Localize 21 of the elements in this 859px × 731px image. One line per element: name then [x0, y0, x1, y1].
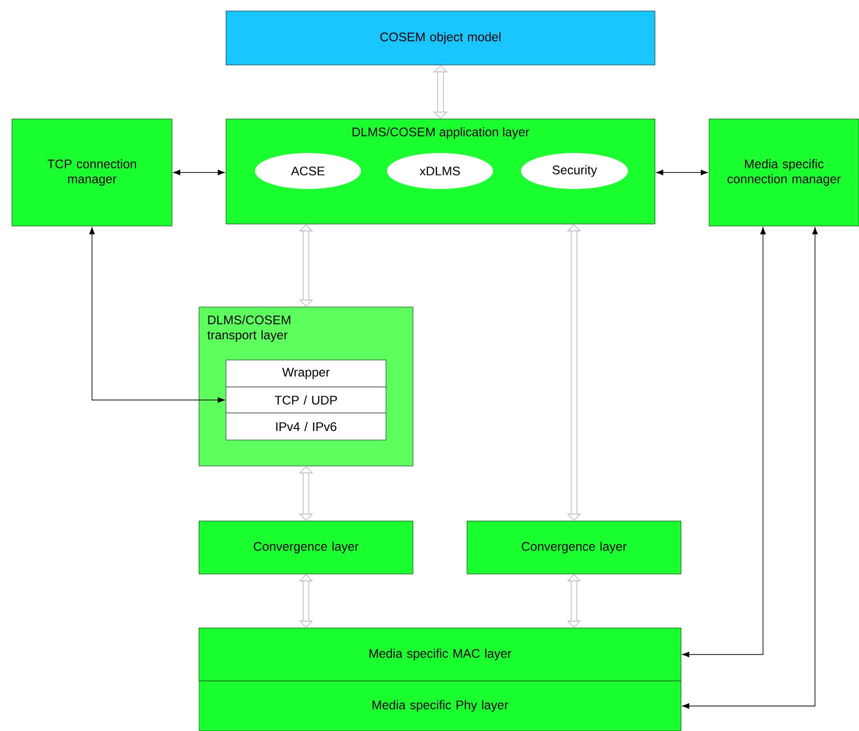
layer-box: Media specific Phy layer — [198, 680, 682, 731]
hollow-double-arrow — [298, 574, 314, 628]
layer-box: TCP / UDP — [226, 386, 386, 414]
hollow-double-arrow — [433, 65, 448, 119]
hollow-double-arrow — [566, 224, 582, 521]
arrow — [89, 227, 225, 403]
layer-box: Convergence layer — [466, 520, 682, 574]
arrow — [656, 170, 708, 176]
arrow — [682, 227, 818, 709]
layer-box: COSEM object model — [226, 10, 656, 66]
layer-box: Convergence layer — [198, 520, 414, 574]
layer-box: TCP connection manager — [12, 118, 172, 226]
layer-box: Media specific connection manager — [708, 118, 859, 226]
arrow — [173, 170, 225, 176]
layer-box: Media specific MAC layer — [198, 628, 682, 682]
hollow-double-arrow — [298, 224, 314, 307]
hollow-double-arrow — [566, 574, 582, 628]
arrow — [682, 227, 766, 658]
layer-box: Wrapper — [226, 360, 386, 388]
layer-box: IPv4 / IPv6 — [226, 412, 386, 440]
hollow-double-arrow — [298, 466, 314, 521]
